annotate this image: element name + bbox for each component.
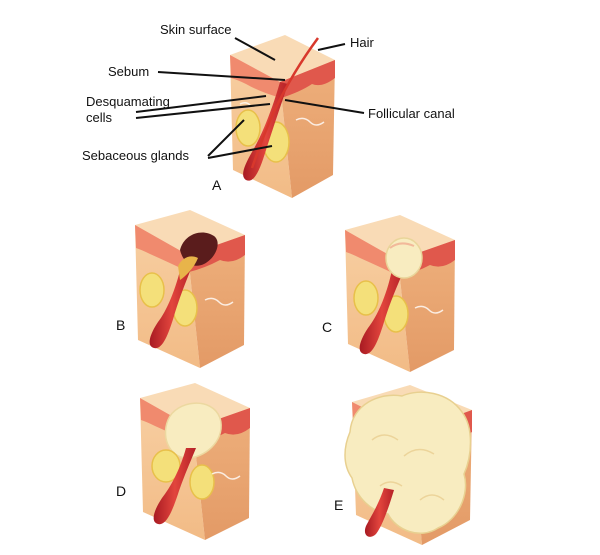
panel-d-block xyxy=(140,383,250,540)
leader-skin-surface xyxy=(234,37,276,61)
leader-desquamating-1 xyxy=(135,95,267,113)
panel-c-top-face xyxy=(345,215,455,260)
panel-d-gland-right xyxy=(189,464,215,500)
leader-hair xyxy=(317,43,346,51)
panel-a-top-face xyxy=(230,35,335,82)
panel-label-c: C xyxy=(322,319,332,335)
panel-b-block xyxy=(135,210,245,368)
leader-sebaceous-1 xyxy=(207,119,245,157)
panel-c-follicle xyxy=(359,270,404,355)
panel-e-follicle xyxy=(364,488,394,537)
panel-label-e: E xyxy=(334,497,343,513)
label-desquamating-line2: cells xyxy=(86,110,113,125)
panel-a-block xyxy=(230,35,335,198)
panel-c-epidermis-front xyxy=(345,230,399,276)
panel-b-dermis-line xyxy=(204,297,234,306)
label-follicular-canal: Follicular canal xyxy=(368,106,455,121)
leader-sebum xyxy=(157,71,286,81)
panel-d-papule xyxy=(164,402,222,459)
panel-b-epidermis-front xyxy=(135,225,189,272)
panel-c-whitehead xyxy=(385,237,423,279)
panel-c-dermis-line xyxy=(414,305,444,314)
label-hair: Hair xyxy=(350,35,375,50)
panel-a-dermis-line xyxy=(295,117,325,126)
panel-b-follicle xyxy=(149,262,194,349)
label-desquamating-line1: Desquamating xyxy=(86,94,170,109)
panel-label-b: B xyxy=(116,317,125,333)
panel-d-follicle xyxy=(153,448,196,525)
panel-b-plug xyxy=(178,256,198,280)
label-sebaceous-glands: Sebaceous glands xyxy=(82,148,189,163)
panel-c-whitehead-cap xyxy=(389,242,415,249)
panel-a-hair xyxy=(250,37,320,169)
panel-a-epidermis-side xyxy=(280,60,335,98)
panel-a-leader-lines xyxy=(135,37,365,159)
panel-b-side-face xyxy=(188,235,245,368)
panel-label-d: D xyxy=(116,483,126,499)
panel-e-nodule-folds xyxy=(371,434,445,501)
label-skin-surface: Skin surface xyxy=(160,22,232,37)
panel-label-a: A xyxy=(212,177,222,193)
leader-sebaceous-2 xyxy=(207,145,273,159)
panel-c-gland-left xyxy=(353,280,379,316)
panel-c-block xyxy=(345,215,455,372)
panel-a-dermis-line xyxy=(239,101,251,106)
leader-desquamating-2 xyxy=(135,103,271,119)
panel-e-nodule xyxy=(344,391,472,535)
panel-a-gland-left xyxy=(235,109,261,147)
panel-b-gland-left xyxy=(139,272,165,308)
panel-d-dermis-line xyxy=(211,471,241,480)
panel-e-block xyxy=(344,385,472,545)
panel-a-epidermis-front xyxy=(230,55,281,98)
panel-a-side-face xyxy=(280,60,335,198)
leader-follicular-canal xyxy=(284,99,365,114)
label-sebum: Sebum xyxy=(108,64,149,79)
